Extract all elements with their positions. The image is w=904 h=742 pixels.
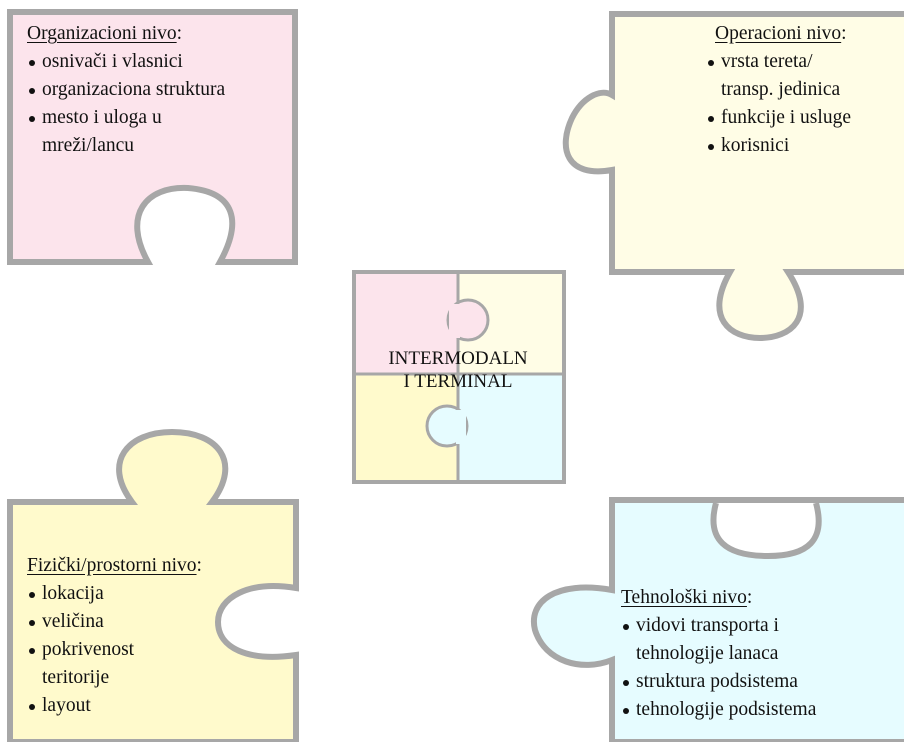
- operational-block: Operacioni nivo: vrsta tereta/transp. je…: [706, 20, 851, 160]
- organizational-piece: [7, 9, 298, 265]
- list-item: osnivači i vlasnici: [27, 48, 225, 76]
- organizational-list: osnivači i vlasnici organizaciona strukt…: [27, 48, 225, 160]
- list-item: tehnologije podsistema: [621, 696, 816, 724]
- operational-piece: [562, 11, 904, 342]
- operational-title: Operacioni nivo:: [715, 23, 847, 44]
- organizational-block: Organizacioni nivo: osnivači i vlasnici …: [27, 20, 225, 160]
- organizational-title: Organizacioni nivo:: [27, 23, 183, 44]
- physical-title: Fizički/prostorni nivo:: [27, 555, 202, 576]
- technological-notch: [710, 502, 822, 560]
- list-item: funkcije i usluge: [706, 104, 851, 132]
- physical-block: Fizički/prostorni nivo: lokacija veličin…: [27, 552, 202, 720]
- physical-piece: [7, 428, 299, 742]
- list-item: organizaciona struktura: [27, 76, 225, 104]
- list-item: struktura podsistema: [621, 668, 816, 696]
- center-puzzle: [352, 270, 566, 484]
- list-item: veličina: [27, 608, 202, 636]
- list-item: korisnici: [706, 132, 851, 160]
- list-item: lokacija: [27, 580, 202, 608]
- center-label-line-1: INTERMODALN: [388, 348, 528, 369]
- list-item: layout: [27, 692, 202, 720]
- center-label: INTERMODALN I TERMINAL: [354, 347, 562, 393]
- list-item: vrsta tereta/transp. jedinica: [706, 48, 851, 104]
- technological-title: Tehnološki nivo:: [621, 587, 753, 608]
- center-label-line-2: I TERMINAL: [403, 371, 513, 392]
- operational-list: vrsta tereta/transp. jedinica funkcije i…: [706, 48, 851, 160]
